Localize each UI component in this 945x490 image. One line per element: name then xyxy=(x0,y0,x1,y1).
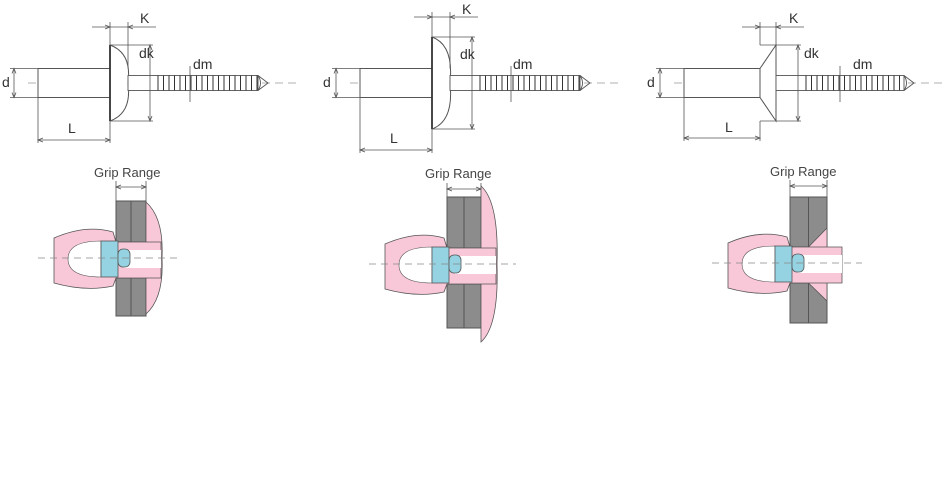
mandrel-tip xyxy=(579,75,591,91)
dm-label-3: dm xyxy=(853,56,873,72)
k-label-1: K xyxy=(140,10,150,26)
rivet-bore xyxy=(455,256,496,274)
rivet-cross-section-3 xyxy=(712,180,862,324)
dk-dimension-arrows xyxy=(147,43,153,123)
rivet-bore xyxy=(124,250,161,268)
rivet-body xyxy=(37,68,111,98)
grip-range-label-3: Grip Range xyxy=(770,164,837,179)
l-label-2: L xyxy=(390,130,398,146)
d-label-1: d xyxy=(2,74,10,90)
mandrel xyxy=(127,75,259,91)
rivet-head xyxy=(109,44,130,122)
rivet-side-view-2 xyxy=(332,12,620,153)
l-dimension-arrows xyxy=(682,135,762,141)
grip-range-dimension-arrows xyxy=(114,184,148,190)
rivet-head xyxy=(759,43,777,123)
mandrel-head xyxy=(100,240,119,278)
mandrel-head xyxy=(774,245,793,283)
rivet-cross-section-2 xyxy=(369,183,516,343)
l-label-3: L xyxy=(725,119,733,135)
l-dimension-arrows xyxy=(358,147,434,153)
rivet-cross-section-1 xyxy=(38,181,181,317)
rivet-side-view-1 xyxy=(10,22,298,143)
dm-label-2: dm xyxy=(513,56,533,72)
k-arrows xyxy=(754,24,782,30)
dk-dimension-arrows xyxy=(795,43,801,123)
grip-range-dimension-arrows xyxy=(788,183,829,189)
rivet-body xyxy=(683,68,761,98)
rivet-bore xyxy=(798,255,842,273)
mandrel-head xyxy=(431,246,450,284)
rivet-cavity xyxy=(67,240,102,278)
d-label-2: d xyxy=(323,74,331,90)
grip-range-label-1: Grip Range xyxy=(94,165,161,180)
l-dimension-arrows xyxy=(36,137,112,143)
dk-dimension-arrows xyxy=(469,35,475,131)
k-label-3: K xyxy=(789,10,799,26)
d-dimension-arrows xyxy=(333,67,339,99)
dk-label-2: dk xyxy=(460,46,475,62)
rivet-side-view-3 xyxy=(656,22,944,141)
k-arrows xyxy=(104,24,134,30)
rivet-cavity xyxy=(398,246,433,284)
d-dimension-arrows xyxy=(11,67,17,99)
mandrel-tip xyxy=(257,75,269,91)
rivet-body xyxy=(359,68,433,98)
rivet-head xyxy=(431,36,452,130)
l-label-1: L xyxy=(68,120,76,136)
dk-label-3: dk xyxy=(804,45,819,61)
k-label-2: K xyxy=(462,1,472,17)
dk-label-1: dk xyxy=(139,45,154,61)
dm-label-1: dm xyxy=(193,56,213,72)
d-label-3: d xyxy=(647,74,655,90)
d-dimension-arrows xyxy=(657,67,663,99)
mandrel-tip xyxy=(903,75,915,91)
rivet-cavity xyxy=(741,245,776,283)
grip-range-label-2: Grip Range xyxy=(425,166,492,181)
k-arrows xyxy=(426,14,456,20)
mandrel xyxy=(449,75,581,91)
